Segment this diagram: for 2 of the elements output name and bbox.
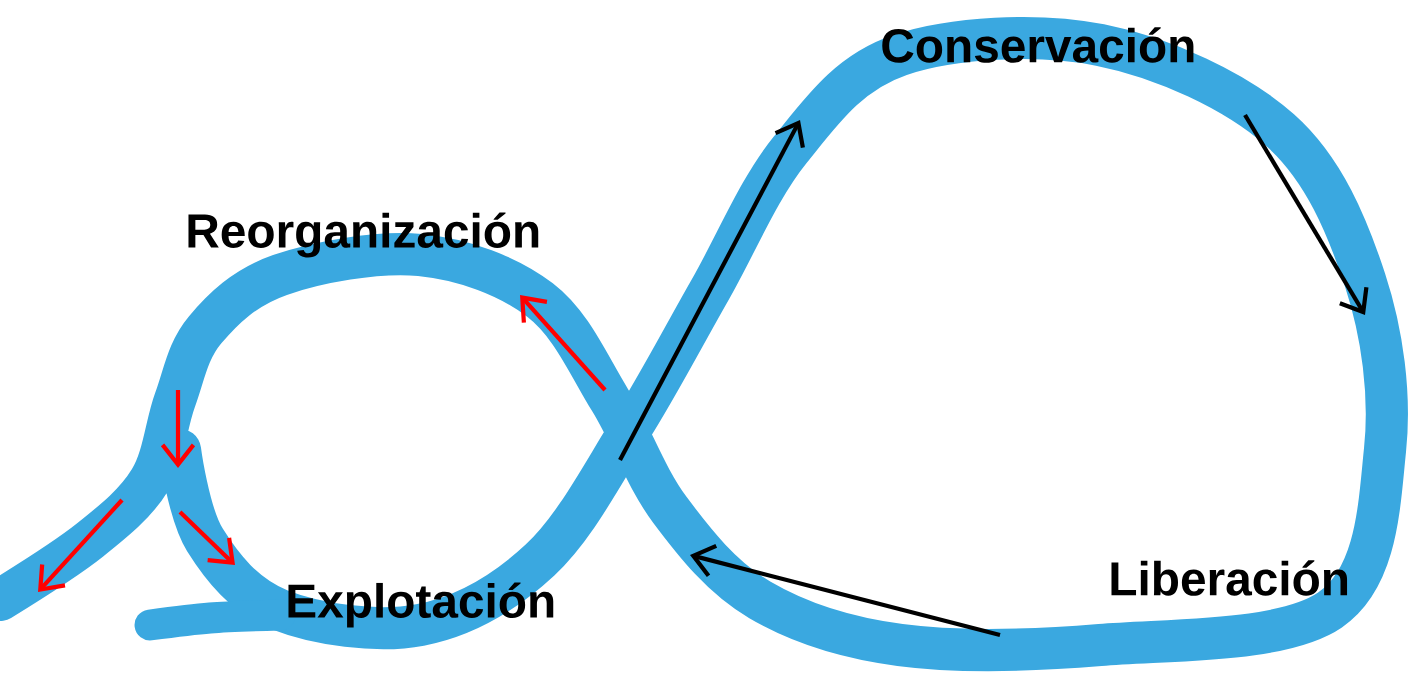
stage-label: Reorganización: [188, 212, 539, 258]
stage-label: Conservación: [882, 27, 1194, 63]
